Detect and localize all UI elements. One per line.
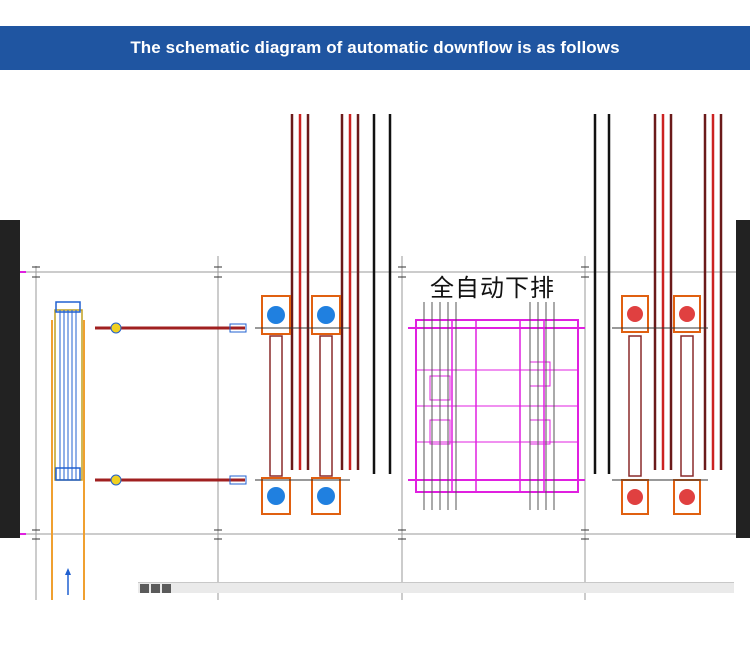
right-side-bar: [736, 220, 750, 538]
schematic-svg: [20, 114, 736, 600]
command-bar: [138, 582, 734, 593]
close-icon[interactable]: [140, 583, 149, 593]
banner-title: The schematic diagram of automatic downf…: [130, 38, 620, 57]
drive-units-left: [255, 295, 350, 515]
grid-lines: [20, 256, 736, 600]
rails-right: [593, 114, 723, 474]
grid-ticks: [32, 266, 589, 540]
central-assembly: [408, 319, 585, 493]
central-rods: [423, 302, 555, 510]
wrench-icon[interactable]: [151, 583, 160, 593]
command-icon[interactable]: [162, 583, 171, 593]
cad-drawing: 全自动下排: [0, 70, 750, 600]
header-banner: The schematic diagram of automatic downf…: [0, 26, 750, 70]
drive-units-right: [612, 295, 708, 515]
left-column-assembly: [51, 301, 85, 600]
horizontal-shafts: [95, 322, 247, 486]
left-side-bar: [0, 220, 20, 538]
rails-left: [290, 114, 392, 474]
diagram-label: 全自动下排: [430, 274, 555, 302]
